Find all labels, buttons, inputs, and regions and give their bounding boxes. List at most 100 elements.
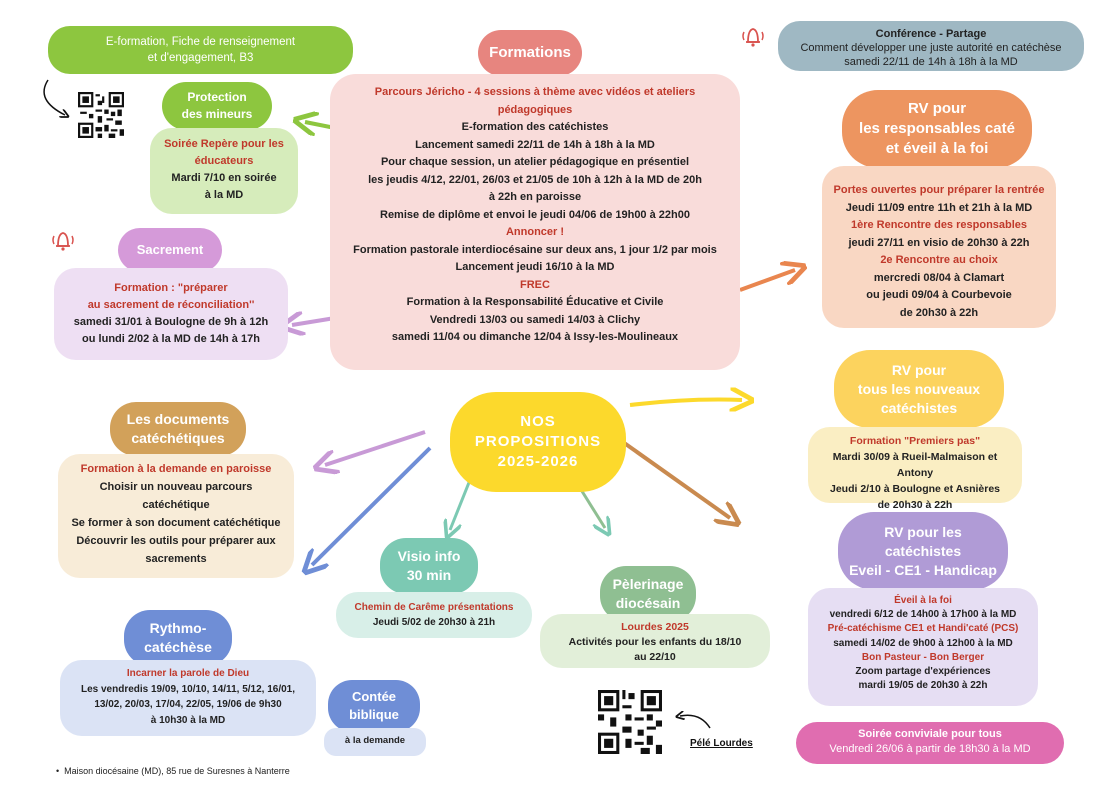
documents-line5: sacrements (145, 553, 207, 565)
protection-line2: à la MD (204, 189, 244, 201)
rv-eveil-line1: vendredi 6/12 de 14h00 à 17h00 à la MD (829, 609, 1017, 621)
rv-resp-line1: Jeudi 11/09 entre 11h et 21h à la MD (845, 201, 1033, 214)
rv-eveil-line3: Zoom partage d'expériences (855, 666, 991, 678)
arrow-to-rv-nouveaux (629, 400, 742, 405)
formations-line4: les jeudis 4/12, 22/01, 26/03 et 21/05 d… (368, 173, 702, 186)
rythmo-line1: Les vendredis 19/09, 10/10, 14/11, 5/12,… (80, 683, 296, 695)
pele-lourdes-link[interactable]: Pélé Lourdes (690, 738, 753, 749)
rv-eveil-box: Éveil à la foi vendredi 6/12 de 14h00 à … (808, 588, 1038, 706)
bell-icon (742, 28, 764, 47)
rv-nouveaux-red1: Formation "Premiers pas" (849, 435, 981, 447)
documents-line3: Se former à son document catéchétique (71, 517, 281, 529)
protection-red2: éducateurs (194, 155, 254, 167)
formations-title: Formations (489, 44, 571, 61)
rv-eveil-red3: Bon Pasteur - Bon Berger (861, 651, 985, 663)
rv-eveil-title-cloud: RV pour les catéchistes Eveil - CE1 - Ha… (838, 512, 1008, 590)
formations-line10: Vendredi 13/03 ou samedi 14/03 à Clichy (429, 313, 641, 326)
protection-title1: Protection (187, 90, 247, 104)
formations-line2: Lancement samedi 22/11 de 14h à 18h à la… (415, 138, 655, 151)
rythmo-line2: 13/02, 20/03, 17/04, 22/05, 19/06 de 9h3… (94, 699, 282, 710)
pelerinage-title2: diocésain (615, 595, 681, 611)
sacrement-box: Formation : "préparer au sacrement de ré… (54, 268, 288, 360)
protection-title2: des mineurs (181, 107, 253, 121)
sacrement-title: Sacrement (136, 242, 204, 257)
formations-line9: Formation à la Responsabilité Éducative … (406, 296, 664, 308)
sacrement-line2: ou lundi 2/02 à la MD de 14h à 17h (82, 333, 260, 345)
contee-title-cloud: Contée biblique (328, 680, 420, 732)
soiree-title: Soirée conviviale pour tous (858, 728, 1002, 740)
arrow-to-documents (325, 430, 426, 465)
formations-line7: Formation pastorale interdiocésaine sur … (353, 243, 717, 256)
rv-resp-red3: 2e Rencontre au choix (880, 254, 998, 266)
rv-nouveaux-line3: de 20h30 à 22h (877, 499, 953, 511)
formations-title-cloud: Formations (478, 30, 582, 76)
rv-nouveaux-box: Formation "Premiers pas" Mardi 30/09 à R… (808, 427, 1022, 511)
footnote-text: Maison diocésaine (MD), 85 rue de Suresn… (64, 766, 290, 776)
jericho-title1: Parcours Jéricho - 4 sessions à thème av… (374, 86, 696, 98)
rythmo-line3: à 10h30 à la MD (150, 714, 226, 726)
protection-title-cloud: Protection des mineurs (162, 82, 272, 130)
rv-nouveaux-title1: RV pour (891, 361, 947, 378)
rv-eveil-red1: Éveil à la foi (894, 595, 952, 606)
arrow-curved-qr (43, 79, 65, 115)
rythmo-red1: Incarner la parole de Dieu (126, 668, 250, 679)
rv-resp-title2: les responsables caté (859, 120, 1015, 137)
center-propositions-cloud: NOS PROPOSITIONS 2025-2026 (450, 392, 626, 492)
center-line1: NOS (520, 413, 556, 430)
rv-resp-line4: ou jeudi 09/04 à Courbevoie (866, 289, 1012, 301)
rv-resp-title1: RV pour (907, 100, 967, 117)
rythmo-title2: catéchèse (144, 639, 212, 655)
rv-eveil-title1: RV pour les (884, 523, 962, 540)
pelerinage-red1: Lourdes 2025 (621, 621, 689, 633)
center-line3: 2025-2026 (497, 453, 579, 470)
soiree-box: Soirée conviviale pour tous Vendredi 26/… (796, 722, 1064, 764)
formations-line6: Remise de diplôme et envoi le jeudi 04/0… (380, 208, 690, 221)
contee-line1: à la demande (344, 735, 406, 746)
conference-box: Conférence - Partage Comment développer … (778, 21, 1084, 71)
formations-box: Parcours Jéricho - 4 sessions à thème av… (330, 74, 740, 370)
documents-title2: catéchétiques (131, 430, 225, 446)
documents-box: Formation à la demande en paroisse Chois… (58, 454, 294, 578)
protection-box: Soirée Repère pour les éducateurs Mardi … (150, 128, 298, 214)
conference-line1: Comment développer une juste autorité en… (800, 42, 1062, 54)
arrow-to-visio (450, 479, 472, 530)
rv-resp-box: Portes ouvertes pour préparer la rentrée… (822, 166, 1056, 328)
rv-nouveaux-title-cloud: RV pour tous les nouveaux catéchistes (834, 350, 1004, 428)
eformation-line1: E-formation, Fiche de renseignement (105, 36, 296, 48)
pelerinage-box: Lourdes 2025 Activités pour les enfants … (540, 614, 770, 668)
visio-red1: Chemin de Carême présentations (354, 602, 514, 613)
documents-line2: catéchétique (142, 499, 210, 511)
sacrement-line1: samedi 31/01 à Boulogne de 9h à 12h (73, 316, 269, 328)
bell-icon (52, 232, 74, 251)
rv-resp-line5: de 20h30 à 22h (899, 306, 979, 319)
arrow-curved-pele (680, 715, 711, 729)
rv-resp-red2: 1ère Rencontre des responsables (850, 219, 1028, 231)
visio-title1: Visio info (397, 548, 461, 564)
rv-nouveaux-title3: catéchistes (880, 399, 958, 416)
visio-box: Chemin de Carême présentations Jeudi 5/0… (336, 592, 532, 638)
contee-title1: Contée (351, 689, 397, 704)
formations-line8: Lancement jeudi 16/10 à la MD (455, 261, 615, 273)
formations-line11: samedi 11/04 ou dimanche 12/04 à Issy-le… (391, 331, 679, 343)
eformation-box: E-formation, Fiche de renseignement et d… (48, 26, 353, 74)
visio-title-cloud: Visio info 30 min (380, 538, 478, 594)
rv-eveil-line4: mardi 19/05 de 20h30 à 22h (858, 680, 988, 692)
soiree-line1: Vendredi 26/06 à partir de 18h30 à la MD (829, 743, 1031, 755)
conference-title: Conférence - Partage (875, 28, 987, 40)
rv-eveil-line2: samedi 14/02 de 9h00 à 12h00 à la MD (833, 637, 1013, 649)
frec-title: FREC (520, 278, 550, 291)
formations-line1: E-formation des catéchistes (461, 121, 609, 133)
rv-nouveaux-title2: tous les nouveaux (857, 380, 981, 397)
rv-eveil-title2: catéchistes (884, 542, 962, 559)
formations-line3: Pour chaque session, un atelier pédagogi… (380, 156, 690, 168)
rv-nouveaux-line1: Mardi 30/09 à Rueil-Malmaison et Antony (832, 451, 998, 479)
rythmo-title-cloud: Rythmo- catéchèse (124, 610, 232, 666)
pelerinage-title-cloud: Pèlerinage diocésain (600, 566, 696, 622)
protection-red1: Soirée Repère pour les (164, 138, 284, 150)
sacrement-title-cloud: Sacrement (118, 228, 222, 272)
rv-resp-line3: mercredi 08/04 à Clamart (873, 271, 1005, 284)
qr-code-eformation[interactable] (78, 92, 124, 138)
rv-eveil-title3: Eveil - CE1 - Handicap (849, 561, 997, 578)
jericho-title2: pédagogiques (497, 103, 573, 116)
qr-code-pele-lourdes[interactable] (598, 690, 662, 754)
